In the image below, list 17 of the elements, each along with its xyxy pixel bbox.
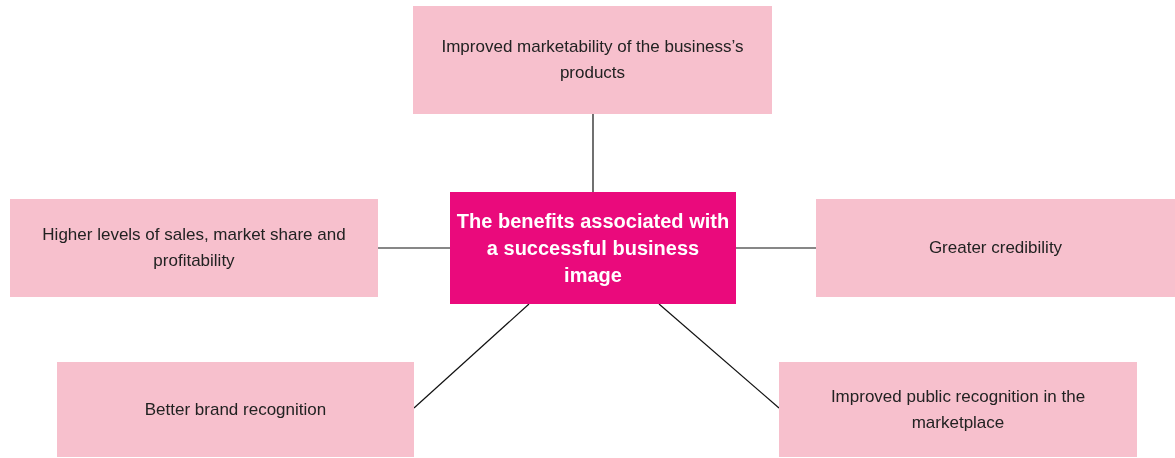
benefit-text: Higher levels of sales, market share and profitability bbox=[41, 224, 347, 272]
benefit-text: Improved marketability of the business’s products bbox=[440, 36, 745, 84]
connector-line bbox=[592, 113, 594, 193]
benefit-box bbox=[57, 362, 414, 457]
connector-line bbox=[377, 247, 451, 249]
topic-text: The benefits associated with a successful business image bbox=[456, 208, 730, 288]
benefit-box bbox=[413, 6, 772, 114]
benefit-text: Better brand recognition bbox=[144, 398, 327, 421]
benefit-box bbox=[779, 362, 1137, 457]
benefit-text: Greater credibility bbox=[928, 237, 1063, 259]
benefit-text: Improved public recognition in the marketplace bbox=[829, 385, 1087, 434]
benefit-box bbox=[10, 199, 378, 297]
connector-line bbox=[413, 303, 530, 409]
connector-line bbox=[735, 247, 817, 249]
central-topic-box bbox=[450, 192, 736, 304]
benefit-box bbox=[816, 199, 1175, 297]
connector-line bbox=[658, 303, 780, 409]
